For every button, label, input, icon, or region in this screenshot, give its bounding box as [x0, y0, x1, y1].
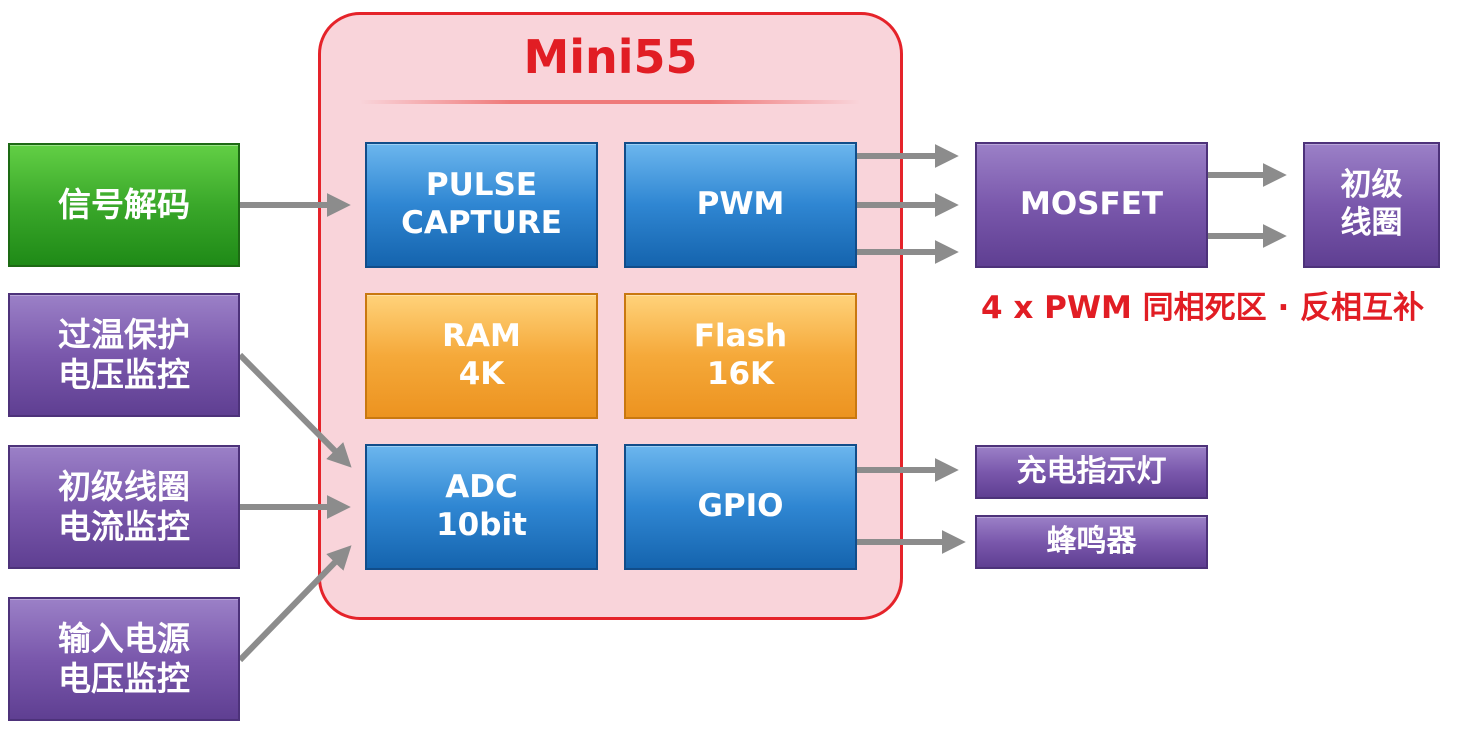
signal-decode-block: 信号解码 — [8, 143, 240, 267]
pulse-capture-module: PULSE CAPTURE — [365, 142, 598, 268]
gpio-module: GPIO — [624, 444, 857, 570]
buzzer-block: 蜂鸣器 — [975, 515, 1208, 569]
arrow-overtemp-to-adc — [237, 352, 352, 468]
flash-module: Flash 16K — [624, 293, 857, 419]
title-underline — [360, 100, 860, 104]
charge-indicator-led-block: 充电指示灯 — [975, 445, 1208, 499]
ram-module: RAM 4K — [365, 293, 598, 419]
input-power-voltage-monitor-block: 输入电源 电压监控 — [8, 597, 240, 721]
pwm-mode-note: 4 x PWM 同相死区 · 反相互补 — [980, 290, 1425, 326]
primary-coil-current-monitor-block: 初级线圈 电流监控 — [8, 445, 240, 569]
primary-coil-block: 初级 线圈 — [1303, 142, 1440, 268]
pwm-module: PWM — [624, 142, 857, 268]
chip-title: Mini55 — [523, 30, 698, 84]
overtemp-voltage-monitor-block: 过温保护 电压监控 — [8, 293, 240, 417]
arrow-power-to-adc — [237, 545, 352, 663]
adc-module: ADC 10bit — [365, 444, 598, 570]
mosfet-block: MOSFET — [975, 142, 1208, 268]
